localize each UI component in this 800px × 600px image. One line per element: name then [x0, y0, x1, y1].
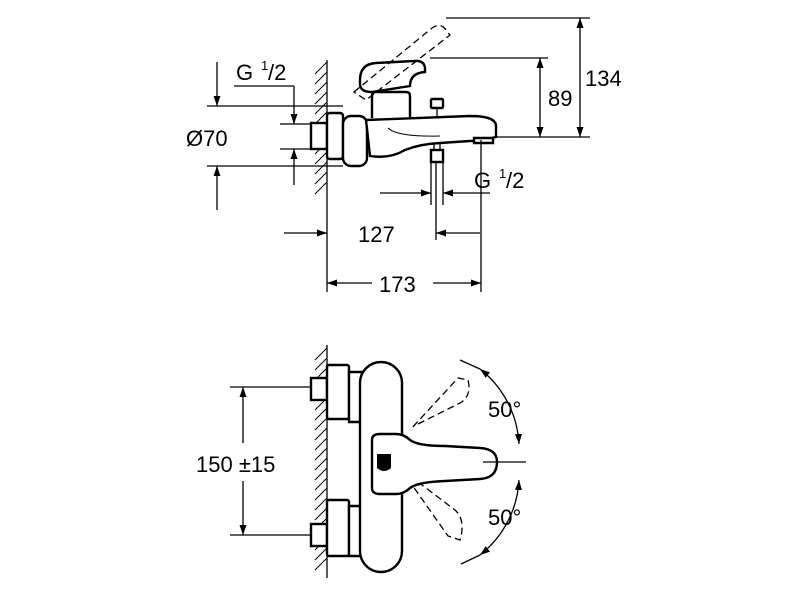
lever-raised-outline	[352, 24, 451, 101]
wall-hatch-line	[314, 487, 328, 501]
dim-thread-inlet-sup: 1	[261, 58, 268, 73]
dim-depth-outlet: 127	[358, 222, 395, 247]
eccentric-connector-lower	[309, 498, 366, 558]
dim-height-handle: 89	[548, 86, 572, 111]
dim-thread-outlet-sup: 1	[499, 166, 506, 181]
wall-hatch-line	[314, 437, 328, 451]
dimension-thread-inlet: G 1 /2	[234, 58, 311, 185]
wall-hatch-line	[314, 427, 328, 441]
wall-hatch-line	[314, 101, 328, 115]
wall-hatch-line	[314, 407, 328, 421]
wall-hatch-line	[314, 547, 328, 561]
lever-rotated-down-outline	[409, 481, 463, 541]
wall-hatch-line	[314, 477, 328, 491]
wall-hatch-line	[314, 357, 328, 371]
dim-diameter: Ø70	[186, 126, 228, 151]
eccentric-connector-top	[309, 111, 369, 168]
dim-angle-down: 50°	[488, 505, 521, 530]
wall-hatch-line	[314, 457, 328, 471]
dim-thread-inlet-base: G	[236, 60, 253, 85]
mixer-body-side	[358, 59, 498, 240]
dim-angle-up: 50°	[488, 397, 521, 422]
wall-hatch-line	[314, 417, 328, 431]
dimension-depth-total: 173	[326, 140, 482, 297]
dim-centers: 150 ±15	[196, 452, 275, 477]
dimension-diameter: Ø70	[186, 62, 343, 210]
wall-hatch-line	[314, 61, 328, 75]
dimension-depth-outlet: 127	[284, 222, 480, 247]
wall-hatch-line	[314, 467, 328, 481]
wall-hatch-line	[314, 71, 328, 85]
dim-thread-outlet-base: G	[474, 168, 491, 193]
side-view: 89 134 G 1 /2 Ø70 G	[186, 17, 622, 297]
eccentric-connector-upper	[309, 363, 366, 424]
wall-hatch-line	[314, 557, 328, 571]
lever-handle-front	[370, 432, 499, 496]
dimension-centers: 150 ±15	[196, 386, 311, 536]
wall-hatch-line	[314, 81, 328, 95]
dim-height-total: 134	[585, 66, 622, 91]
wall-hatch-line	[314, 151, 328, 165]
plan-view: 50° 50° 150 ±15	[196, 345, 526, 578]
wall-hatch-line	[314, 91, 328, 105]
wall-hatch-line	[314, 181, 328, 195]
dim-thread-outlet-rest: /2	[506, 168, 524, 193]
wall-hatch-line	[314, 507, 328, 521]
wall-hatch-line	[314, 497, 328, 511]
dimension-height: 89 134	[430, 18, 622, 138]
wall-hatch-line	[314, 161, 328, 175]
dim-depth-total: 173	[379, 272, 416, 297]
dim-thread-inlet-rest: /2	[268, 60, 286, 85]
wall-hatch-line	[314, 447, 328, 461]
dimension-angle: 50° 50°	[459, 359, 526, 565]
dimension-thread-outlet: G 1 /2	[380, 162, 524, 205]
wall-hatch-line	[314, 171, 328, 185]
lever-rotated-up-outline	[409, 377, 470, 431]
wall-hatch-line	[314, 347, 328, 361]
indicator-mark	[377, 454, 391, 471]
